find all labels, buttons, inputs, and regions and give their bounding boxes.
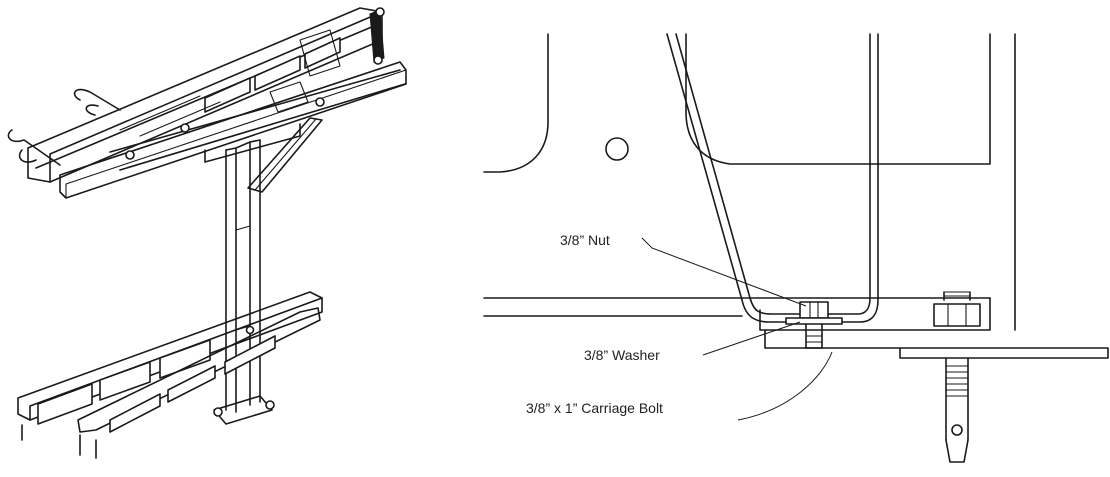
mounting-hole-icon [605,137,629,161]
u-bolt [666,33,879,323]
panel-outline [483,33,1016,331]
fastener-detail-view [483,33,1109,463]
anchor-hole-icon [951,424,963,436]
bike-rack-view [7,7,407,459]
upper-rail-assembly [7,7,407,199]
callout-leaders [641,237,833,421]
diagonal-brace [247,117,323,193]
lower-tray [17,291,323,459]
anchor-bolt [933,291,981,463]
nut-shape [799,301,829,319]
washer-callout-label: 3/8” Washer [584,347,660,363]
base-plate [483,297,1109,359]
carriage-bolt-callout-label: 3/8” x 1” Carriage Bolt [526,400,663,416]
washer-shape [785,317,843,325]
nut-callout-label: 3/8” Nut [560,232,610,248]
fastener-stack [785,301,843,349]
